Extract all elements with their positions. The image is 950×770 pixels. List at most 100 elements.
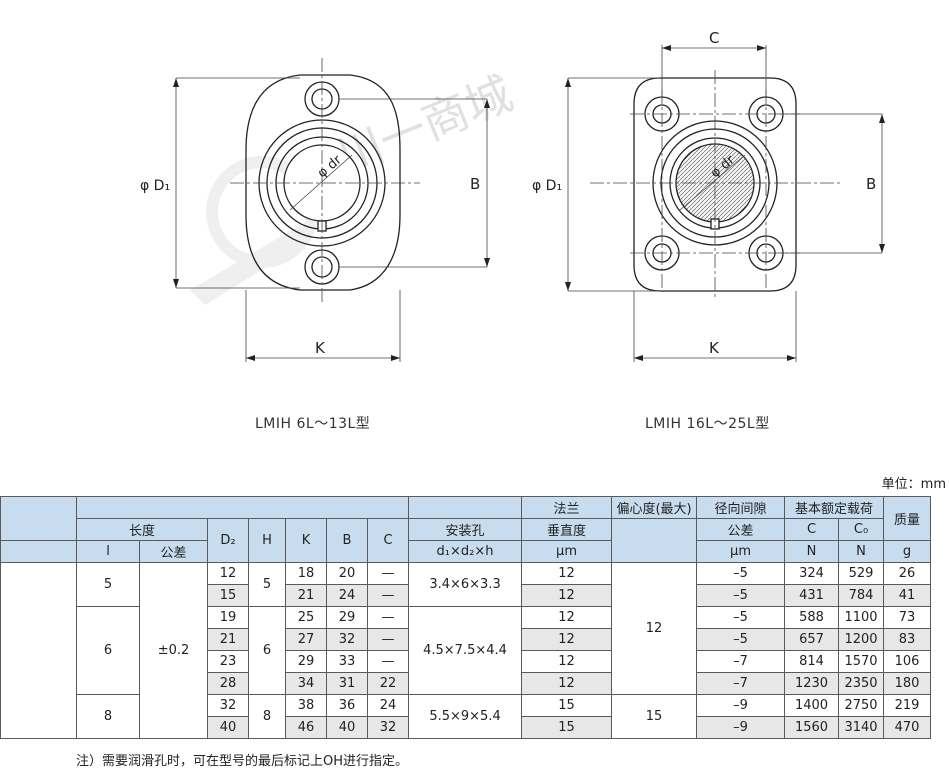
cell-c: — xyxy=(366,628,410,651)
header-ecc: 偏心度(最大) xyxy=(611,496,698,519)
header-radial-unit: μm xyxy=(696,540,786,563)
header-d2: D₂ xyxy=(207,518,249,563)
cell-ecc-group-2: 15 xyxy=(611,694,698,739)
header-col0-blank xyxy=(0,540,77,563)
cell-b: 32 xyxy=(326,628,368,651)
cell-c0-load: 1100 xyxy=(838,606,885,629)
cell-c: — xyxy=(366,584,410,607)
left-k-label: K xyxy=(315,339,326,357)
cell-k: 34 xyxy=(285,672,327,695)
cell-k: 18 xyxy=(285,562,327,585)
header-b: B xyxy=(326,518,368,563)
cell-d2: 32 xyxy=(207,694,249,717)
header-blank-span xyxy=(75,496,410,519)
cell-tolerance: ±0.2 xyxy=(139,562,208,739)
cell-mass: 73 xyxy=(883,606,932,629)
left-b-label: B xyxy=(470,175,480,193)
cell-flange: 15 xyxy=(521,716,613,739)
cell-c-load: 1560 xyxy=(784,716,840,739)
header-h: H xyxy=(248,518,286,563)
header-ecc-blank xyxy=(611,518,698,563)
cell-mass: 26 xyxy=(883,562,932,585)
header-flange-unit: μm xyxy=(521,540,613,563)
cell-mass: 41 xyxy=(883,584,932,607)
cell-c0-load: 3140 xyxy=(838,716,885,739)
cell-c0-load: 1570 xyxy=(838,650,885,673)
cell-c-load: 1400 xyxy=(784,694,840,717)
header-flange-l2: 垂直度 xyxy=(521,518,613,541)
cell-flange: 12 xyxy=(521,672,613,695)
cell-c0-load: 1200 xyxy=(838,628,885,651)
cell-radial: –5 xyxy=(696,628,786,651)
cell-flange: 15 xyxy=(521,694,613,717)
cell-h-group-1: 5 xyxy=(248,562,286,607)
cell-b: 29 xyxy=(326,606,368,629)
cell-c0-load: 529 xyxy=(838,562,885,585)
cell-c-load: 588 xyxy=(784,606,840,629)
cell-d2: 12 xyxy=(207,562,249,585)
cell-k: 27 xyxy=(285,628,327,651)
header-blank xyxy=(0,496,77,541)
cell-radial: –5 xyxy=(696,584,786,607)
cell-k: 29 xyxy=(285,650,327,673)
watermark-text: 川一商城 xyxy=(329,66,520,185)
right-d1-label: φ D₁ xyxy=(532,178,562,194)
cell-b: 36 xyxy=(326,694,368,717)
cell-k: 25 xyxy=(285,606,327,629)
cell-mass: 83 xyxy=(883,628,932,651)
header-radial-l1: 径向间隙 xyxy=(696,496,786,519)
cell-c: 24 xyxy=(366,694,410,717)
cell-c0-load: 2350 xyxy=(838,672,885,695)
header-load-c: C xyxy=(784,518,840,541)
drawings-area: 川一商城 φ D₁ φ dr B K xyxy=(140,29,885,362)
header-tolerance: 公差 xyxy=(139,540,208,563)
header-l: l xyxy=(76,540,140,563)
header-radial-l2: 公差 xyxy=(696,518,786,541)
cell-flange: 12 xyxy=(521,650,613,673)
cell-c-load: 1230 xyxy=(784,672,840,695)
cell-mass: 106 xyxy=(883,650,932,673)
cell-d2: 23 xyxy=(207,650,249,673)
header-mount-hole: 安装孔 xyxy=(408,518,523,541)
header-load: 基本额定载荷 xyxy=(784,496,885,519)
cell-radial: –9 xyxy=(696,694,786,717)
cell-d2: 21 xyxy=(207,628,249,651)
cell-k: 21 xyxy=(285,584,327,607)
cell-c-load: 324 xyxy=(784,562,840,585)
header-blank-mount xyxy=(408,496,523,519)
cell-radial: –5 xyxy=(696,606,786,629)
cell-ecc-group-1: 12 xyxy=(611,562,698,695)
cell-h-group-3: 8 xyxy=(248,694,286,739)
header-load-c0: C₀ xyxy=(838,518,885,541)
cell-flange: 12 xyxy=(521,628,613,651)
header-c: C xyxy=(366,518,410,563)
cell-holes-group-3: 5.5×9×5.4 xyxy=(408,694,523,739)
left-drawing-caption: LMIH 6L～13L型 xyxy=(255,416,371,432)
cell-flange: 12 xyxy=(521,562,613,585)
cell-d2: 40 xyxy=(207,716,249,739)
header-length: 长度 xyxy=(76,518,208,541)
header-load-c0-unit: N xyxy=(838,540,885,563)
cell-d2: 15 xyxy=(207,584,249,607)
cell-c: — xyxy=(366,650,410,673)
table-blank-col xyxy=(0,562,77,739)
right-drawing-caption: LMIH 16L～25L型 xyxy=(645,416,770,432)
cell-c-load: 657 xyxy=(784,628,840,651)
cell-c: — xyxy=(366,562,410,585)
cell-k: 46 xyxy=(285,716,327,739)
header-load-c-unit: N xyxy=(784,540,840,563)
right-b-label: B xyxy=(866,175,876,193)
cell-c: 32 xyxy=(366,716,410,739)
header-mount-dims: d₁×d₂×h xyxy=(408,540,523,563)
cell-b: 33 xyxy=(326,650,368,673)
cell-radial: –5 xyxy=(696,562,786,585)
cell-k: 38 xyxy=(285,694,327,717)
unit-label: 单位：mm xyxy=(881,477,946,492)
right-k-label: K xyxy=(709,339,720,357)
cell-radial: –9 xyxy=(696,716,786,739)
cell-c-load: 431 xyxy=(784,584,840,607)
cell-holes-group-2: 4.5×7.5×4.4 xyxy=(408,606,523,695)
header-flange-l1: 法兰 xyxy=(521,496,613,519)
cell-c-load: 814 xyxy=(784,650,840,673)
cell-mass: 470 xyxy=(883,716,932,739)
